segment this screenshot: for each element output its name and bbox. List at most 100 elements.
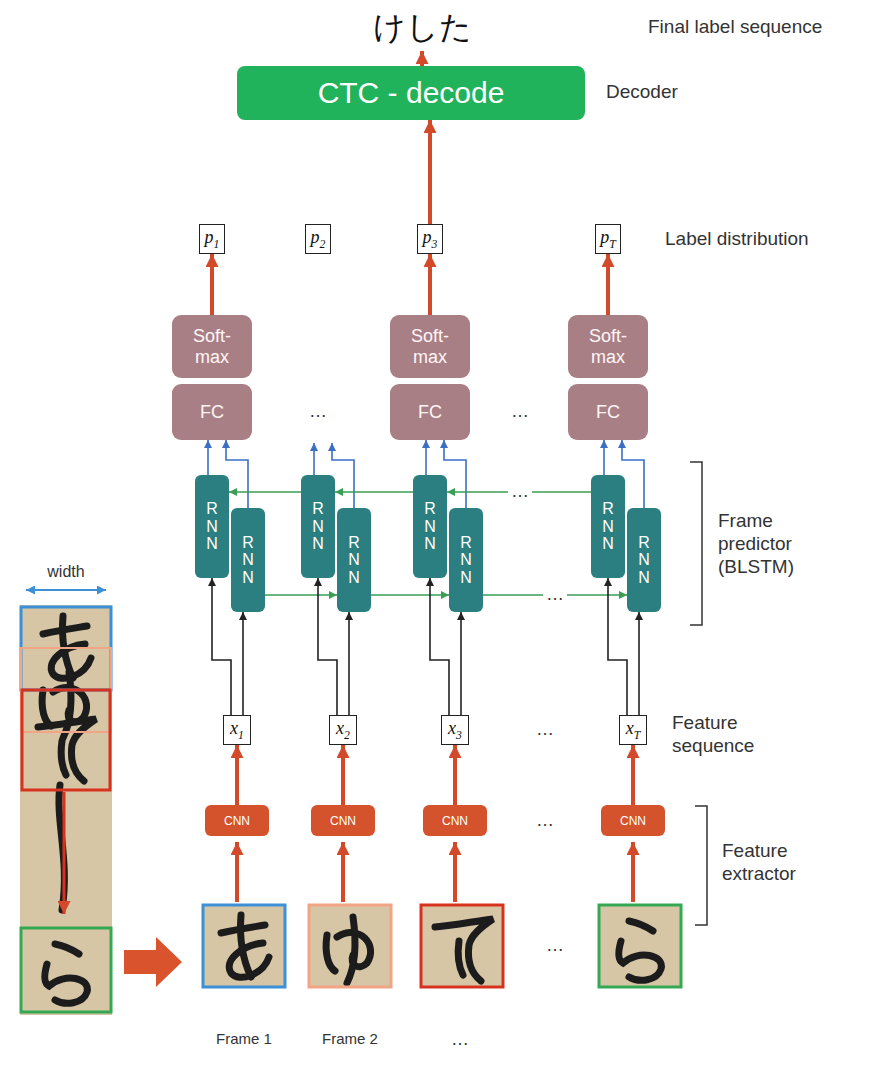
ellipsis: …	[536, 810, 554, 832]
node-text: FC	[418, 402, 442, 423]
connector-arrow	[603, 440, 605, 475]
ellipsis: …	[451, 1029, 469, 1051]
node-text: RNN	[458, 534, 474, 587]
ellipsis: …	[543, 584, 567, 606]
connector-arrow	[265, 594, 337, 596]
split-arrow	[124, 937, 182, 987]
node-text: pT	[600, 227, 616, 251]
cnn-box: CNN	[601, 805, 665, 836]
width-arrow	[26, 589, 106, 591]
node-text: x1	[230, 718, 244, 742]
connector-arrow	[425, 440, 427, 475]
connector-arrow	[242, 612, 244, 715]
connector-arrow	[622, 440, 644, 508]
ellipsis: …	[309, 401, 327, 423]
input-strip	[20, 605, 112, 1015]
ellipsis: …	[536, 719, 554, 741]
connector-arrow	[606, 254, 610, 315]
node-text: RNN	[422, 500, 438, 553]
connector-arrow	[318, 578, 337, 715]
input-arrow	[341, 842, 345, 902]
connector-arrow	[341, 745, 345, 805]
rnn-cell: RNN	[413, 475, 447, 578]
calligraphy	[45, 944, 88, 1003]
fc-box: FC	[568, 384, 648, 440]
connector-arrow	[371, 594, 449, 596]
connector-arrow	[212, 578, 231, 715]
node-text: Soft- max	[404, 326, 456, 367]
node-text: p1	[205, 227, 220, 251]
connector-arrow	[207, 440, 209, 475]
frame-border	[309, 905, 391, 987]
input-arrow	[235, 842, 239, 902]
node-text: CNN	[442, 814, 468, 828]
node-text: x3	[448, 718, 462, 742]
frame-ground	[203, 905, 285, 987]
frame-ground	[309, 905, 391, 987]
rnn-output-line	[313, 443, 315, 475]
frame-border	[203, 905, 285, 987]
rnn-cell: RNN	[591, 475, 625, 578]
calligraphy	[221, 915, 269, 977]
connector-arrow	[229, 491, 301, 493]
node-text: Soft- max	[582, 326, 634, 367]
rnn-cell: RNN	[231, 508, 265, 612]
frame-label: Frame 2	[322, 1030, 378, 1048]
rnn-cell: RNN	[195, 475, 229, 578]
node-text: RNN	[636, 534, 652, 587]
bracket	[695, 806, 707, 925]
node-text: CNN	[330, 814, 356, 828]
connector-arrow	[608, 578, 627, 715]
calligraphy	[38, 719, 96, 781]
connector-arrow	[428, 254, 432, 315]
feature-vector-box: x1	[223, 715, 251, 745]
distribution-box: p3	[417, 224, 443, 254]
strip-ground	[20, 605, 112, 1015]
node-text: RNN	[600, 500, 616, 553]
input-arrow	[631, 842, 635, 902]
distribution-box: pT	[595, 224, 621, 254]
rnn-cell: RNN	[627, 508, 661, 612]
stage-label: Decoder	[606, 81, 678, 104]
node-text: RNN	[310, 500, 326, 553]
slide-arrow	[63, 792, 66, 914]
frame-label: Frame 1	[216, 1030, 272, 1048]
node-text: CTC - decode	[318, 76, 505, 110]
softmax-box: Soft- max	[390, 315, 470, 378]
node-text: xT	[626, 718, 641, 742]
node-text: FC	[596, 402, 620, 423]
frame-border	[599, 905, 681, 987]
connector-arrow	[335, 491, 413, 493]
connector-arrow	[226, 440, 248, 508]
stage-label: Final label sequence	[648, 16, 822, 39]
decoder-box: CTC - decode	[237, 66, 585, 120]
node-text: x2	[336, 718, 350, 742]
stage-label: Label distribution	[665, 228, 809, 251]
feature-vector-box: xT	[619, 715, 647, 745]
node-text: RNN	[240, 534, 256, 587]
connector-arrow	[428, 120, 432, 224]
dimension-label: width	[47, 562, 84, 581]
rnn-output-line	[332, 443, 354, 508]
node-text: RNN	[346, 534, 362, 587]
input-arrow	[453, 842, 457, 902]
connector-arrow	[430, 578, 449, 715]
fc-box: FC	[172, 384, 252, 440]
calligraphy	[619, 921, 662, 980]
frame-images	[203, 905, 681, 987]
distribution-box: p1	[199, 224, 225, 254]
fc-box: FC	[390, 384, 470, 440]
ellipsis: …	[511, 401, 529, 423]
node-text: CNN	[224, 814, 250, 828]
cnn-box: CNN	[311, 805, 375, 836]
connector-arrow	[210, 254, 214, 315]
frame-ground	[599, 905, 681, 987]
window-frame	[21, 928, 111, 1012]
softmax-box: Soft- max	[568, 315, 648, 378]
stage-label: Frame predictor (BLSTM)	[718, 510, 833, 578]
connector-arrow	[444, 440, 466, 508]
feature-vector-box: x3	[441, 715, 469, 745]
calligraphy	[326, 917, 371, 983]
output-sequence: けした	[373, 8, 472, 46]
cnn-box: CNN	[423, 805, 487, 836]
